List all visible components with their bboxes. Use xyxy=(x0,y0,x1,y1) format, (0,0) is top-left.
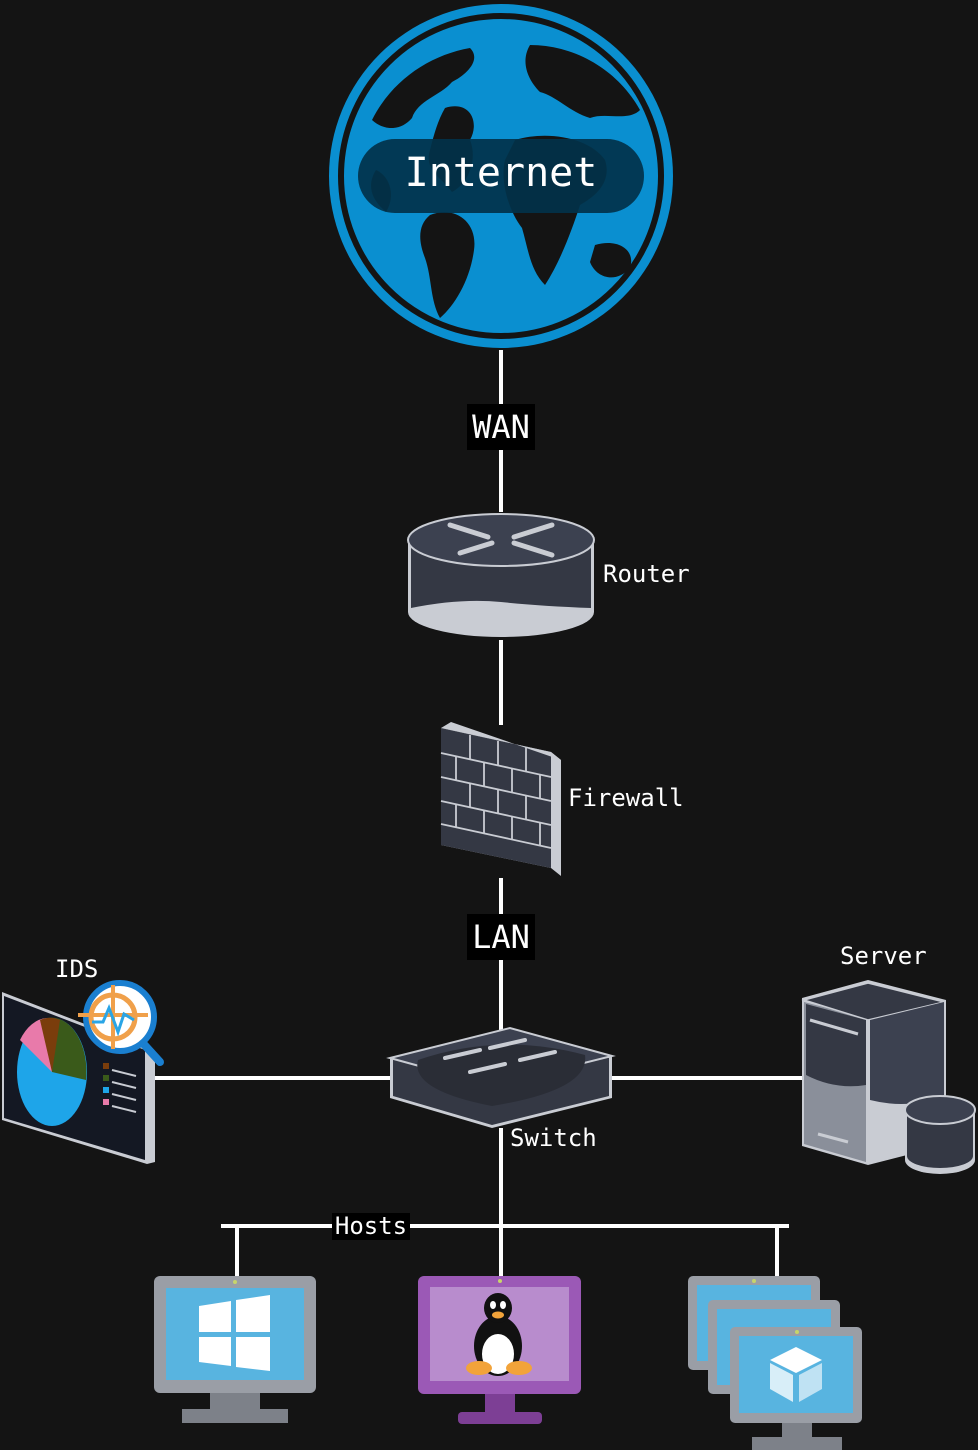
virtual-machines-icon xyxy=(688,1276,862,1450)
connection-lines xyxy=(155,350,802,1278)
internet-label-pill xyxy=(358,139,644,213)
server-label: Server xyxy=(840,942,927,970)
switch-icon xyxy=(386,1026,616,1128)
ids-label: IDS xyxy=(55,955,98,983)
wan-label-box: WAN xyxy=(467,404,535,450)
hosts-label: Hosts xyxy=(335,1212,407,1240)
wan-label: WAN xyxy=(472,408,530,446)
lan-label-box: LAN xyxy=(467,914,535,960)
router-icon xyxy=(407,513,595,637)
firewall-label: Firewall xyxy=(568,784,684,812)
server-icon xyxy=(801,980,976,1174)
lan-label: LAN xyxy=(472,918,530,956)
router-label: Router xyxy=(603,560,690,588)
windows-monitor-icon xyxy=(154,1276,316,1423)
hosts-label-box: Hosts xyxy=(332,1212,410,1240)
linux-monitor-icon xyxy=(418,1276,581,1424)
switch-label: Switch xyxy=(510,1124,597,1152)
globe-icon: Internet xyxy=(329,4,673,348)
internet-label: Internet xyxy=(405,150,598,196)
firewall-icon xyxy=(440,722,561,876)
ids-monitor-icon xyxy=(2,980,164,1164)
